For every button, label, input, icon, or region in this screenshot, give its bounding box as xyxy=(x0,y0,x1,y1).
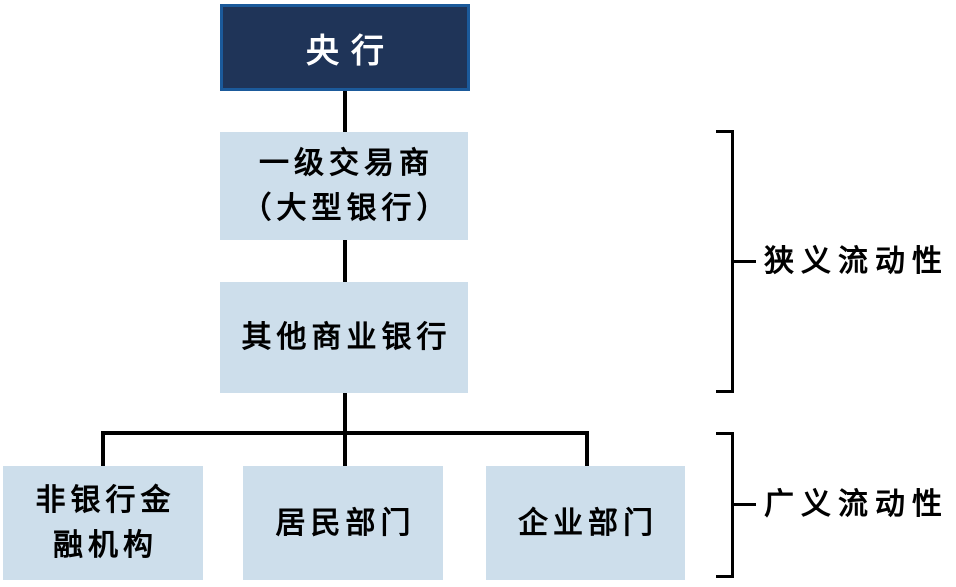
node-central-bank: 央行 xyxy=(220,4,470,91)
connector-centralbank-to-dealers xyxy=(343,91,347,132)
node-corporate-sector-label: 企业部门 xyxy=(518,505,658,541)
node-other-commercial-banks: 其他商业银行 xyxy=(220,282,468,393)
connector-drop-household xyxy=(343,431,347,466)
connector-drop-nonbank xyxy=(101,431,105,466)
connector-otherbanks-to-rail xyxy=(343,393,347,433)
node-corporate-sector: 企业部门 xyxy=(486,466,685,580)
node-household-sector: 居民部门 xyxy=(243,466,443,580)
connector-dealers-to-otherbanks xyxy=(343,240,347,282)
node-non-bank-financial-line2: 融机构 xyxy=(53,528,158,563)
bracket-broad-liquidity xyxy=(716,432,734,578)
node-other-commercial-banks-label: 其他商业银行 xyxy=(241,320,452,355)
node-primary-dealers-line2: （大型银行） xyxy=(241,191,452,226)
connector-drop-corporate xyxy=(585,431,589,466)
bracket-narrow-liquidity xyxy=(716,130,734,393)
node-non-bank-financial: 非银行金 融机构 xyxy=(3,466,203,580)
bracket-narrow-liquidity-tick xyxy=(734,260,756,263)
label-broad-liquidity: 广义流动性 xyxy=(764,487,949,522)
node-primary-dealers-line1: 一级交易商 xyxy=(259,146,434,181)
node-household-sector-label: 居民部门 xyxy=(275,505,416,541)
label-narrow-liquidity: 狭义流动性 xyxy=(764,244,949,279)
node-central-bank-label: 央行 xyxy=(306,30,396,70)
bracket-broad-liquidity-tick xyxy=(734,503,756,506)
node-primary-dealers: 一级交易商 （大型银行） xyxy=(220,132,468,240)
node-non-bank-financial-line1: 非银行金 xyxy=(35,483,176,518)
